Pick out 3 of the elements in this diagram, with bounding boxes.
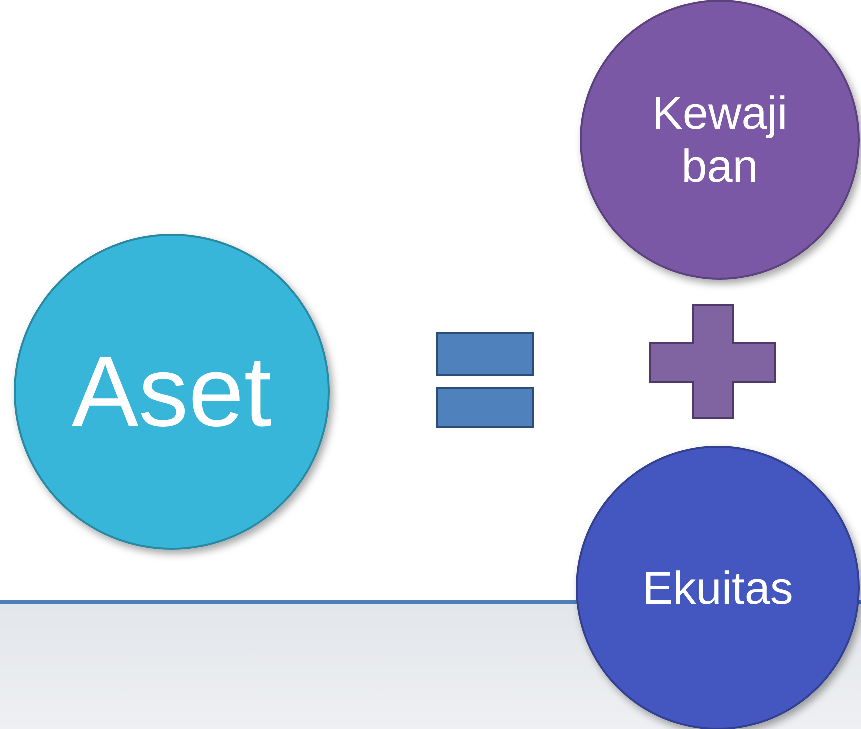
node-label: Aset [72,334,272,450]
node-label: Ekuitas [642,562,794,614]
node-label: Kewajiban [651,87,789,193]
